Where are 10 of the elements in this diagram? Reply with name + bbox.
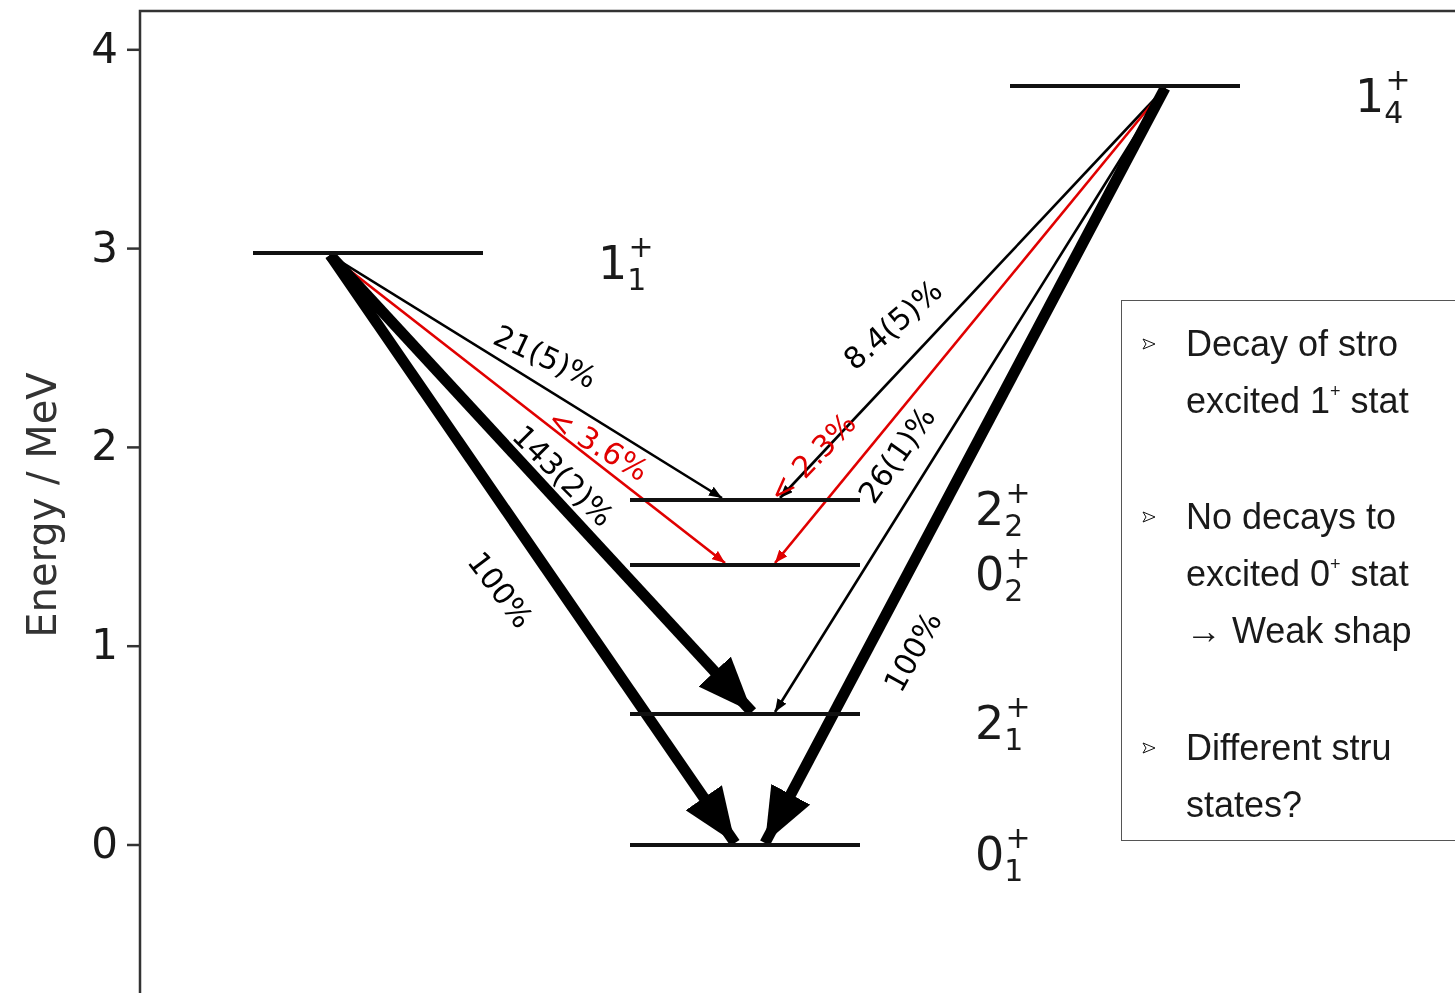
tick-label: 2 [91,425,118,468]
arrow [760,85,1170,846]
tick-label: 1 [91,624,118,667]
tick-label: 0 [91,823,118,865]
bullet-text: Decay of stro excited 1$^{+}$ stat [1186,322,1410,423]
bullet-text: No decays to excited 0$^{+}$ stat → Weak shap [1186,495,1413,653]
text-panel [1121,300,1455,841]
bullet-text: Different stru states? [1186,726,1393,827]
tick-label: 3 [91,226,118,269]
tick-label: 4 [91,27,118,70]
